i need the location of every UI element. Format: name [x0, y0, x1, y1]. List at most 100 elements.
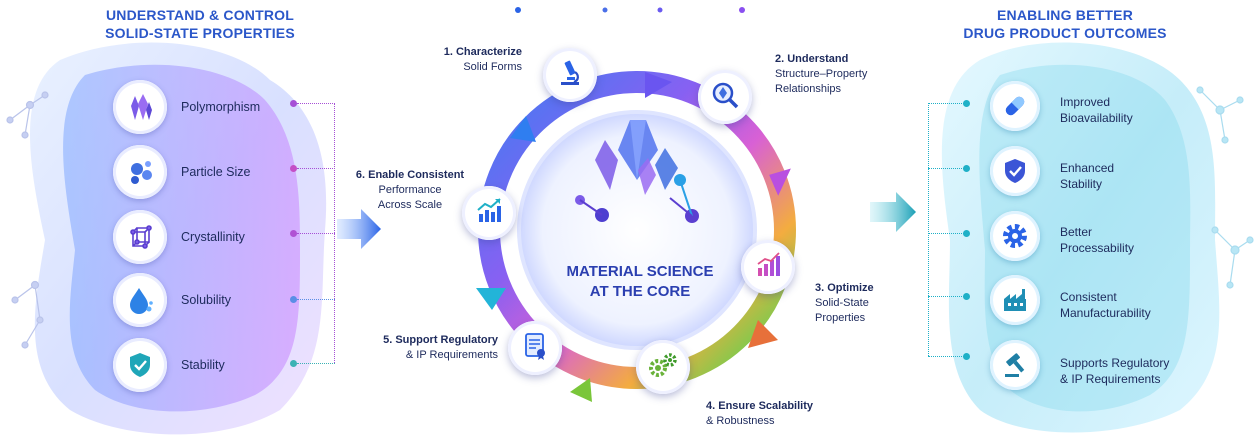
cycle-ring — [476, 71, 796, 402]
shield-check-icon — [113, 338, 167, 392]
connector-line — [297, 103, 335, 104]
left-heading-line2: SOLID-STATE PROPERTIES — [105, 25, 295, 41]
property-label: Crystallinity — [181, 230, 245, 244]
step-label-line: 4. Ensure Scalability — [706, 400, 813, 412]
core-title-line2: AT THE CORE — [589, 283, 691, 300]
outcome-label-line: Processability — [1060, 241, 1135, 255]
outcome-label-line: & IP Requirements — [1060, 372, 1161, 386]
property-label: Polymorphism — [181, 100, 261, 114]
connector-line — [297, 363, 335, 364]
connector-dot — [963, 353, 970, 360]
capsule-icon — [990, 81, 1040, 131]
connector-dot — [963, 100, 970, 107]
magnifier-crystal-icon — [710, 80, 740, 115]
step-label-line: Solid-State — [815, 297, 869, 309]
step-label-line: Relationships — [775, 83, 842, 95]
step1-label: 1. Characterize Solid Forms — [412, 45, 522, 75]
outcome-bioavailability — [990, 78, 1040, 134]
outcome-label-line: Stability — [1060, 177, 1103, 191]
connector-dot — [290, 360, 297, 367]
core-title: MATERIAL SCIENCE AT THE CORE — [560, 262, 720, 302]
step-label-line: 1. Characterize — [443, 46, 522, 58]
step-label-line: Structure–Property — [775, 68, 868, 80]
connector-line — [297, 168, 335, 169]
microscope-icon — [555, 58, 585, 93]
connector-dot — [290, 230, 297, 237]
outcome-label-line: Manufacturability — [1060, 306, 1151, 320]
left-flow-arrow — [337, 209, 381, 249]
step4-label: 4. Ensure Scalability & Robustness — [706, 399, 836, 429]
step-label-line: Properties — [815, 312, 866, 324]
step3-node — [741, 240, 795, 294]
growth-chart-icon — [474, 196, 504, 231]
property-label: Solubility — [181, 293, 232, 307]
outcome-label: Improved Bioavailability — [1060, 94, 1133, 126]
factory-icon — [990, 275, 1040, 325]
step-label-line: & Robustness — [706, 415, 775, 427]
outcome-label-line: Enhanced — [1060, 161, 1115, 175]
step-label-line: 6. Enable Consistent — [355, 169, 465, 181]
shield-check-icon — [990, 146, 1040, 196]
connector-line — [928, 103, 966, 104]
top-decoration — [515, 7, 745, 13]
step5-label: 5. Support Regulatory & IP Requirements — [380, 333, 498, 363]
outcome-label-line: Improved — [1060, 95, 1111, 109]
outcome-regulatory — [990, 337, 1040, 393]
step2-node — [698, 70, 752, 124]
outcome-stability — [990, 143, 1040, 199]
connector-dot — [963, 293, 970, 300]
step1-node — [543, 48, 597, 102]
property-stability: Stability — [113, 337, 225, 393]
property-polymorphism: Polymorphism — [113, 79, 260, 135]
property-label: Particle Size — [181, 165, 251, 179]
connector-line — [297, 299, 335, 300]
connector-dot — [963, 230, 970, 237]
connector-line — [297, 233, 335, 234]
step-label-line: 5. Support Regulatory — [383, 334, 498, 346]
step-label-line: & IP Requirements — [405, 349, 498, 361]
gear-icon — [990, 211, 1040, 261]
connector-dot — [290, 165, 297, 172]
property-label: Stability — [181, 358, 225, 372]
outcome-label: Better Processability — [1060, 224, 1134, 256]
right-heading-line1: ENABLING BETTER — [997, 7, 1133, 23]
outcome-processability — [990, 208, 1040, 264]
step-label-line: 3. Optimize — [815, 282, 874, 294]
connector-line — [928, 103, 929, 356]
left-heading-line1: UNDERSTAND & CONTROL — [105, 7, 295, 23]
step-label-line: 2. Understand — [775, 53, 849, 65]
outcome-label: Consistent Manufacturability — [1060, 289, 1151, 321]
connector-line — [928, 356, 966, 357]
outcome-label: Supports Regulatory & IP Requirements — [1060, 355, 1169, 387]
left-panel-heading: UNDERSTAND & CONTROL SOLID-STATE PROPERT… — [90, 6, 310, 42]
outcome-label-line: Bioavailability — [1060, 111, 1133, 125]
connector-line — [928, 296, 966, 297]
connector-line — [928, 168, 966, 169]
particles-icon — [113, 145, 167, 199]
property-particle-size: Particle Size — [113, 144, 250, 200]
connector-line — [334, 103, 335, 363]
bar-chart-icon — [753, 250, 783, 285]
step-label-line: Solid Forms — [463, 61, 522, 73]
step-label-line: Performance — [378, 184, 442, 196]
crystal-icon — [113, 80, 167, 134]
step6-label: 6. Enable Consistent Performance Across … — [355, 168, 465, 213]
connector-dot — [290, 100, 297, 107]
connector-line — [928, 233, 966, 234]
outcome-label-line: Consistent — [1060, 290, 1117, 304]
certificate-document-icon — [520, 331, 550, 366]
water-drop-icon — [113, 273, 167, 327]
gears-icon — [647, 350, 679, 385]
outcome-manufacturability — [990, 272, 1040, 328]
outcome-label-line: Better — [1060, 225, 1093, 239]
right-panel-background — [941, 42, 1254, 433]
step5-node — [508, 321, 562, 375]
step2-label: 2. Understand Structure–Property Relatio… — [775, 52, 905, 97]
step6-node — [462, 186, 516, 240]
step-label-line: Across Scale — [377, 199, 443, 211]
right-panel-heading: ENABLING BETTER DRUG PRODUCT OUTCOMES — [950, 6, 1180, 42]
core-title-line1: MATERIAL SCIENCE — [566, 263, 714, 280]
property-solubility: Solubility — [113, 272, 231, 328]
connector-dot — [290, 296, 297, 303]
right-heading-line2: DRUG PRODUCT OUTCOMES — [963, 25, 1167, 41]
